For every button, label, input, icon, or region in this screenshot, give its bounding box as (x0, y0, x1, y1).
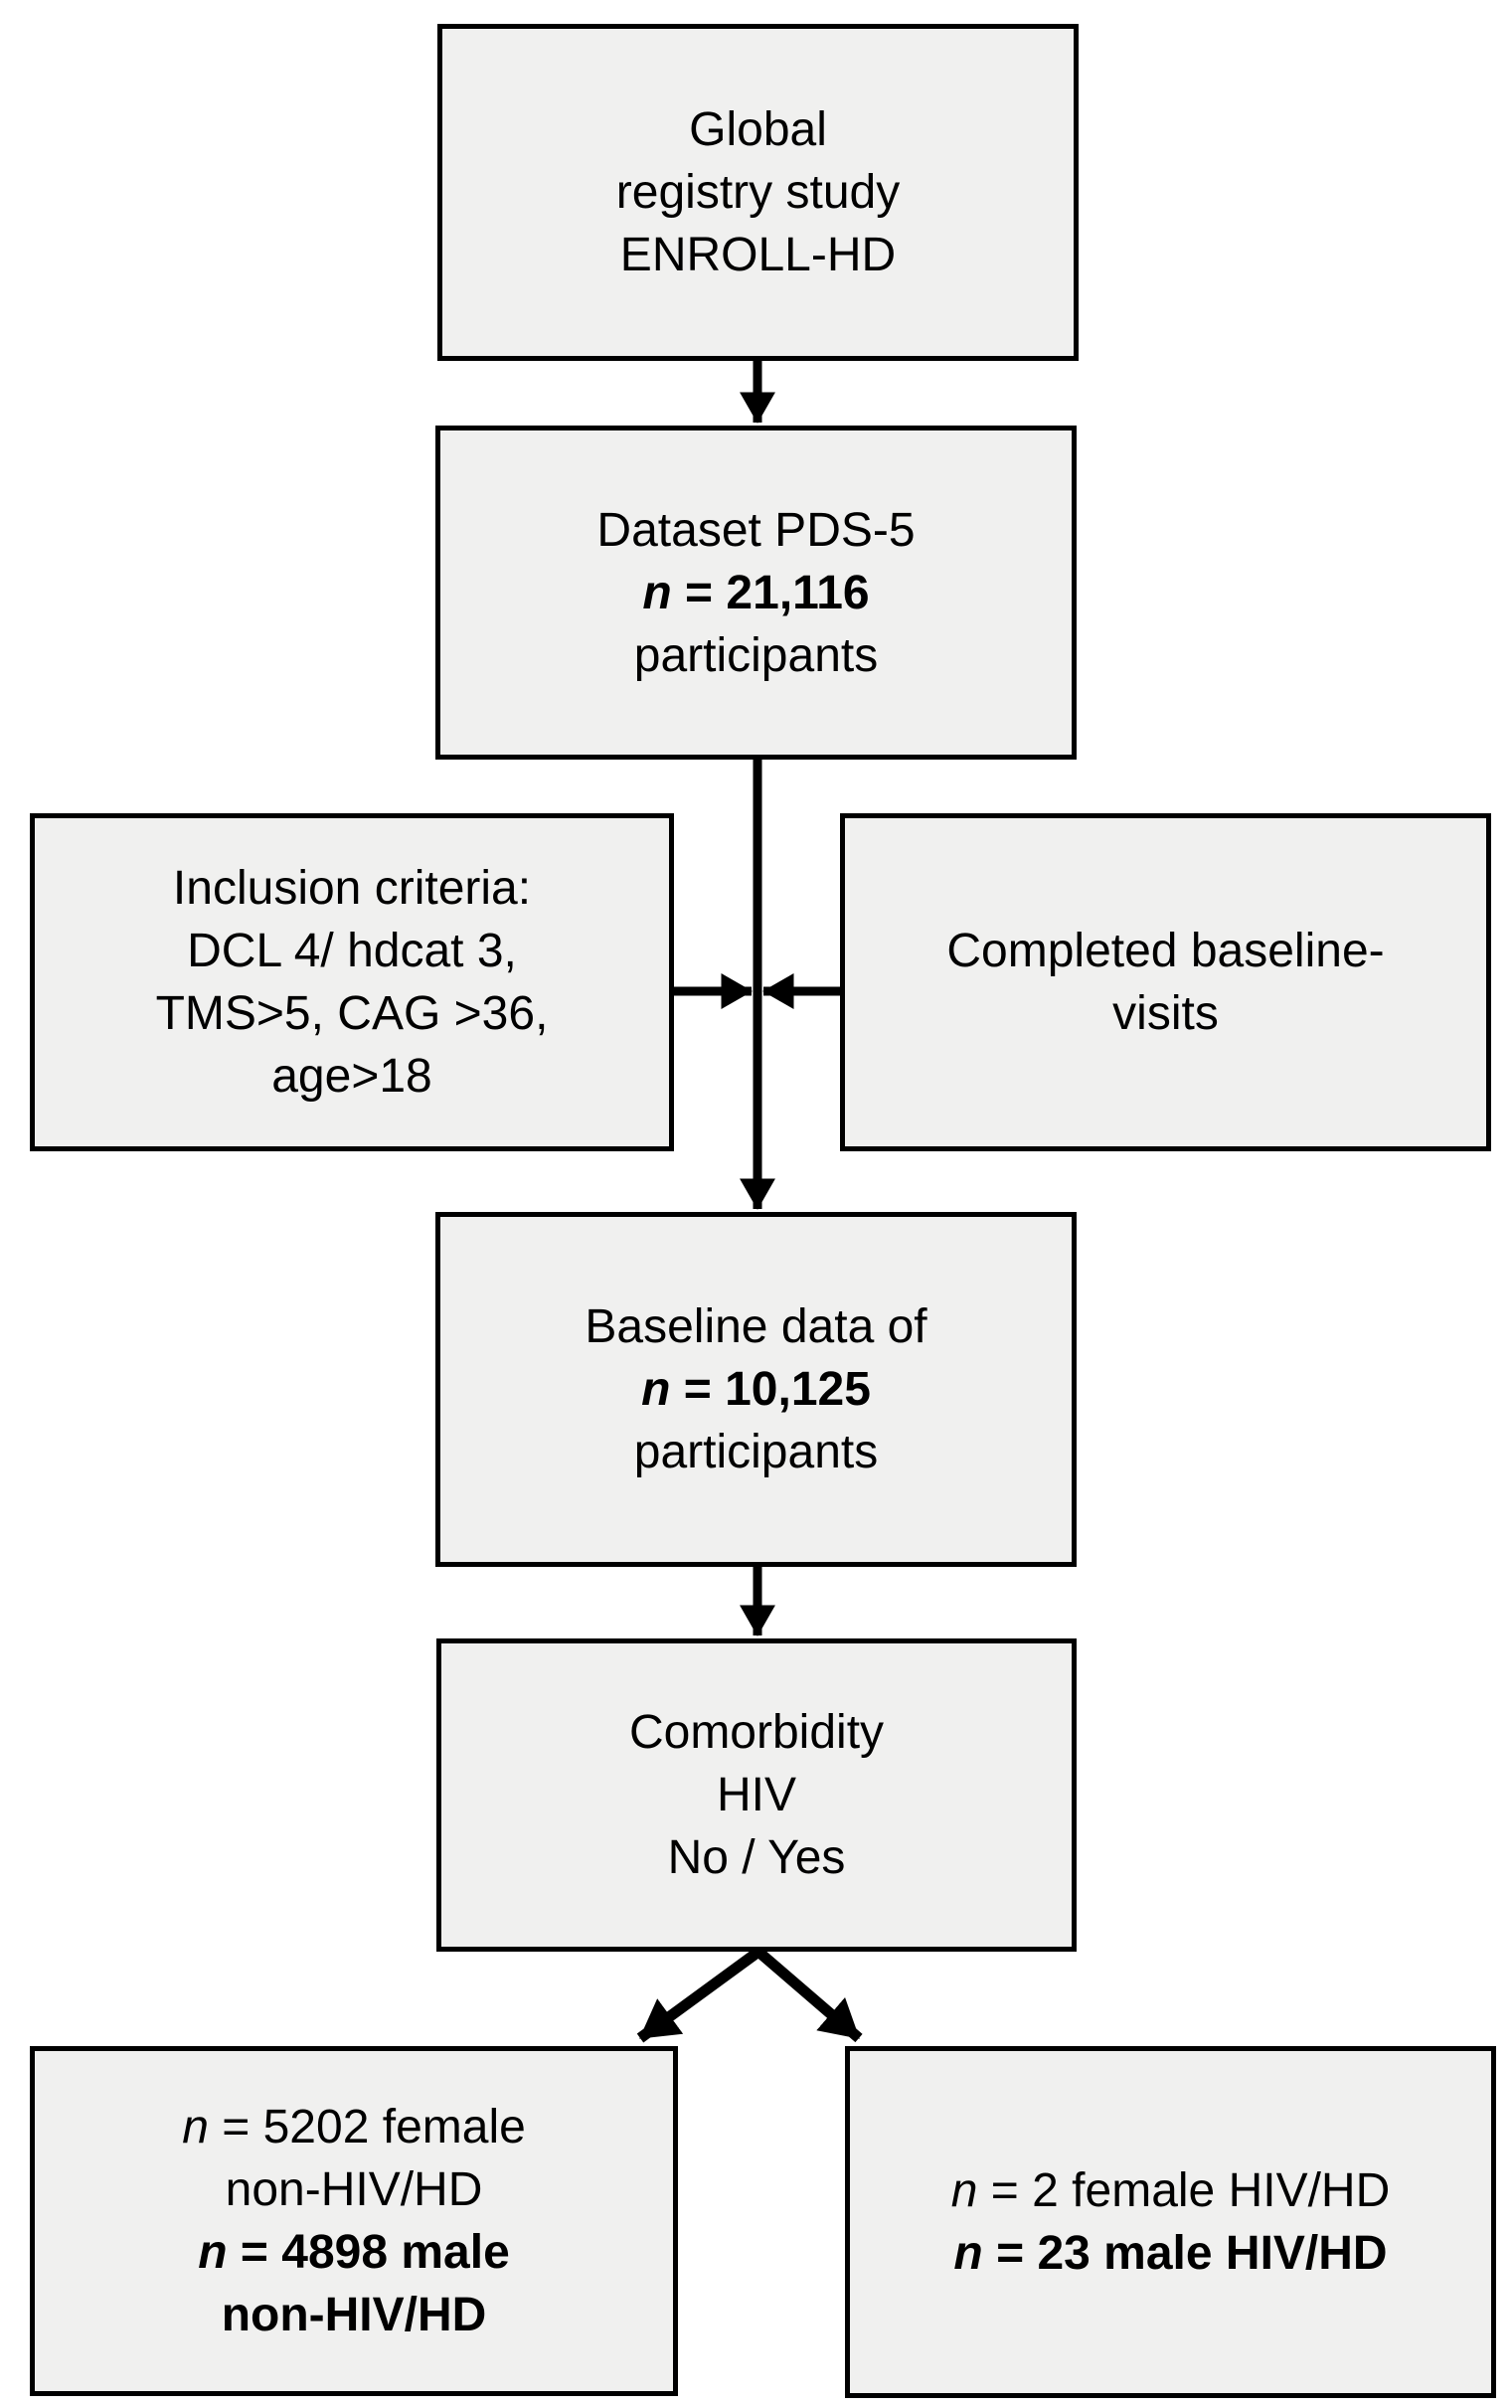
box-dataset-line1: Dataset PDS-5 (596, 503, 916, 557)
box-non-hiv-group: n = 5202 female non-HIV/HD n = 4898 male… (30, 2046, 678, 2396)
box-enroll-line1: Global (689, 103, 827, 156)
n-value: = 21,116 (671, 566, 870, 619)
n-value: = 10,125 (670, 1363, 871, 1416)
box-hiv-male-count: n = 23 male HIV/HD (953, 2222, 1387, 2285)
n-symbol: n (953, 2227, 983, 2280)
box-completed-line2: visits (1112, 987, 1219, 1040)
box-nonhiv-male-count: n = 4898 male (198, 2221, 510, 2284)
n-value: = 5202 female (208, 2101, 526, 2153)
box-comorbidity-line1: Comorbidity (628, 1706, 885, 1759)
box-dataset-count: n = 21,116 (642, 562, 869, 624)
box-comorbidity-line3: No / Yes (667, 1831, 846, 1884)
n-symbol: n (950, 2164, 978, 2217)
box-inclusion-line1: Inclusion criteria: (172, 862, 532, 915)
box-inclusion-criteria: Inclusion criteria: DCL 4/ hdcat 3, TMS>… (30, 813, 674, 1151)
box-baseline-count: n = 10,125 (641, 1358, 871, 1421)
arrow-comorbidity-to-hiv-icon (755, 1947, 863, 2043)
box-baseline-data: Baseline data of n = 10,125 participants (435, 1212, 1077, 1567)
box-inclusion-line4: age>18 (271, 1050, 432, 1103)
box-nonhiv-female-count: n = 5202 female (182, 2096, 526, 2158)
n-symbol: n (182, 2101, 209, 2153)
box-comorbidity-line2: HIV (716, 1769, 796, 1821)
box-inclusion-line2: DCL 4/ hdcat 3, (187, 925, 517, 977)
n-value: = 2 female HIV/HD (977, 2164, 1391, 2217)
box-comorbidity-hiv: Comorbidity HIV No / Yes (436, 1638, 1077, 1952)
n-value: = 23 male HIV/HD (982, 2227, 1388, 2280)
box-nonhiv-line4: non-HIV/HD (221, 2289, 487, 2341)
box-enroll-hd: Global registry study ENROLL-HD (437, 24, 1079, 361)
box-dataset-pds5: Dataset PDS-5 n = 21,116 participants (435, 426, 1077, 760)
box-baseline-line1: Baseline data of (585, 1300, 927, 1353)
box-baseline-line3: participants (633, 1426, 879, 1478)
arrow-comorbidity-to-nonhiv-icon (636, 1947, 762, 2043)
box-completed-baseline-visits: Completed baseline- visits (840, 813, 1491, 1151)
box-inclusion-line3: TMS>5, CAG >36, (155, 987, 549, 1040)
n-symbol: n (641, 1363, 671, 1416)
n-symbol: n (198, 2226, 228, 2279)
box-enroll-line3: ENROLL-HD (619, 229, 897, 281)
box-dataset-line3: participants (633, 628, 879, 682)
box-hiv-group: n = 2 female HIV/HD n = 23 male HIV/HD (845, 2046, 1496, 2398)
box-nonhiv-line2: non-HIV/HD (225, 2163, 483, 2216)
box-completed-line1: Completed baseline- (946, 925, 1385, 977)
n-value: = 4898 male (227, 2226, 510, 2279)
n-symbol: n (642, 566, 672, 619)
box-enroll-line2: registry study (615, 166, 901, 219)
box-hiv-female-count: n = 2 female HIV/HD (951, 2159, 1391, 2222)
